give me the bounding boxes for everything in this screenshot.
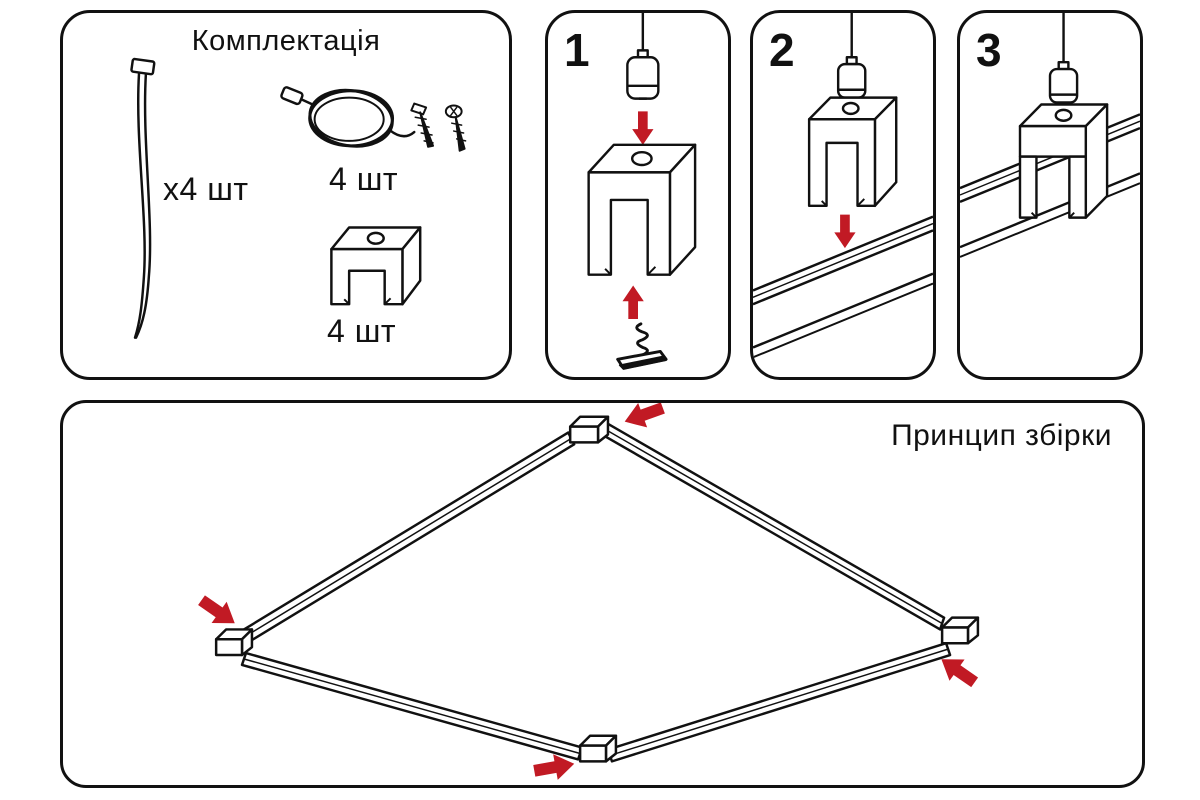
screws-icon [410,102,467,152]
frame-bars-drawing [240,421,952,763]
mounting-clip-icon [330,226,422,306]
clip-lowered-onto-track-icon [753,13,933,359]
red-arrow-down-icon [632,111,654,145]
coil-qty-label: 4 шт [329,161,399,197]
square-frame-with-corner-arrows-icon [198,403,980,780]
step-panel-3: 3 [957,10,1143,380]
corner-connectors-drawing [214,415,980,763]
cable-gripper-drawing [1048,13,1079,104]
step2-number: 2 [769,24,795,76]
screw-drawing [616,322,668,370]
track-profile-drawing [753,215,933,359]
step3-number: 3 [976,24,1002,76]
cable-coil-with-screws-icon [280,86,416,148]
red-arrow-right-icon [941,659,979,688]
cable-gripper-drawing [626,13,660,100]
step1-number: 1 [564,24,590,76]
red-arrow-top-icon [624,403,665,428]
red-arrow-down-icon [834,214,856,249]
kit-panel: Комплектація [60,10,512,380]
cable-gripper-drawing [836,13,867,99]
step-panel-2: 2 [750,10,936,380]
assembly-title: Принцип збірки [891,419,1112,452]
mounting-clip-drawing [1018,103,1109,219]
clip-qty-label: 4 шт [327,313,397,349]
gripper-into-clip-with-screw-icon [587,13,697,370]
clip-seated-on-track-icon [960,13,1140,258]
red-arrow-left-icon [198,595,235,624]
red-arrow-up-icon [622,285,644,319]
kit-illustration [130,57,467,339]
mounting-clip-drawing [587,143,697,276]
step-panel-1: 1 [545,10,731,380]
assembly-panel: Принцип збірки [60,400,1145,788]
mounting-clip-drawing [807,96,898,208]
suspension-cable-icon [130,57,156,339]
corner-arrows [198,403,979,780]
red-arrow-bottom-icon [533,754,575,780]
cable-qty-label: x4 шт [163,171,249,207]
kit-panel-title: Комплектація [191,25,381,57]
